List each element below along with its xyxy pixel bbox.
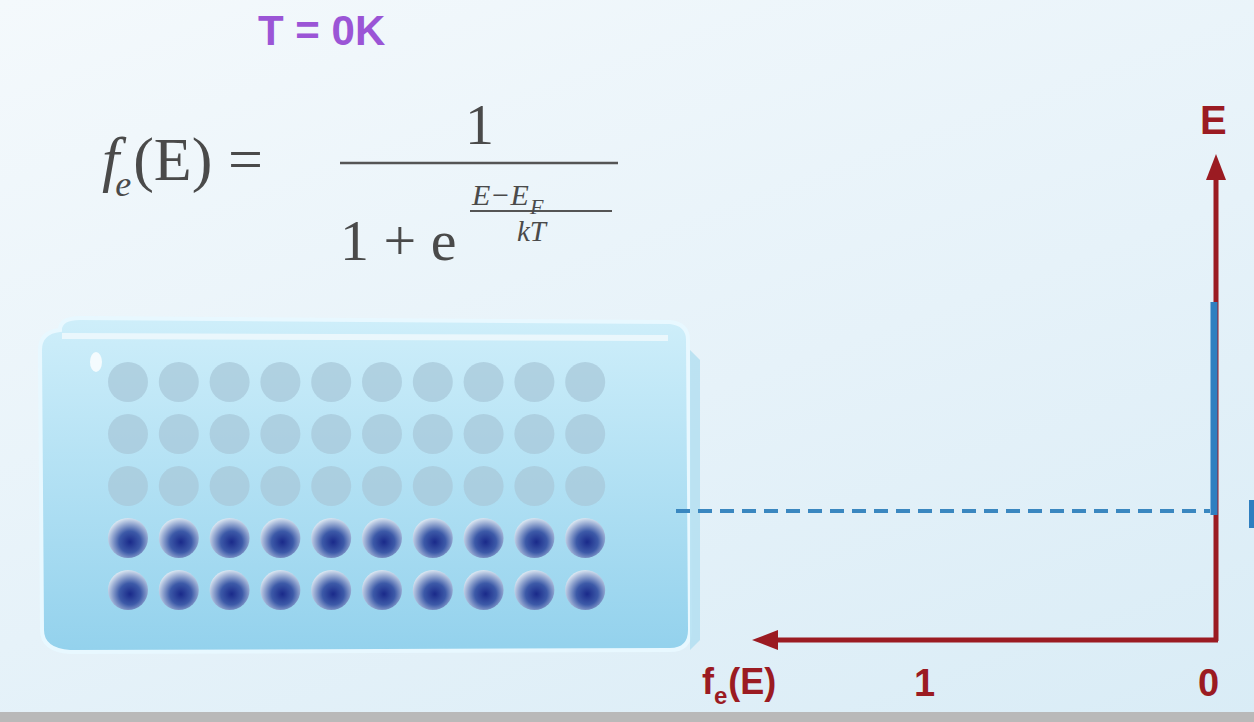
electron: [260, 518, 300, 558]
empty-state: [159, 466, 199, 506]
empty-state: [514, 362, 554, 402]
axis-label: E: [1200, 100, 1227, 140]
empty-state: [210, 414, 250, 454]
cut-label-mark: [1249, 500, 1254, 528]
ice-block: [40, 318, 700, 652]
distribution-line: [1211, 302, 1218, 515]
electron: [464, 518, 504, 558]
electron: [260, 570, 300, 610]
empty-state: [565, 414, 605, 454]
electron: [514, 570, 554, 610]
electron: [210, 570, 250, 610]
empty-state: [362, 362, 402, 402]
axis-label: f: [702, 664, 714, 700]
electron: [108, 570, 148, 610]
empty-state: [311, 466, 351, 506]
empty-state: [413, 414, 453, 454]
empty-state: [362, 466, 402, 506]
electron: [210, 518, 250, 558]
empty-state: [464, 414, 504, 454]
electron: [311, 570, 351, 610]
fraction-bar: [340, 162, 618, 165]
empty-state: [108, 466, 148, 506]
bottom-bar: [0, 712, 1254, 722]
electron: [362, 570, 402, 610]
formula-exponent: E−E: [472, 180, 529, 210]
empty-state: [362, 414, 402, 454]
empty-state: [260, 362, 300, 402]
empty-state: [260, 466, 300, 506]
electron: [413, 570, 453, 610]
empty-state: [514, 414, 554, 454]
axis-arrowhead: [752, 630, 778, 650]
electron: [159, 518, 199, 558]
empty-state: [311, 362, 351, 402]
axis-arrowhead: [1206, 154, 1226, 180]
formula-subscript: F: [530, 196, 543, 218]
empty-state: [413, 362, 453, 402]
electron-grid: [108, 362, 605, 610]
empty-state: [464, 362, 504, 402]
empty-state: [565, 466, 605, 506]
empty-state: [311, 414, 351, 454]
electron: [108, 518, 148, 558]
empty-state: [413, 466, 453, 506]
electron: [464, 570, 504, 610]
formula-numerator: 1: [465, 96, 494, 154]
electron: [565, 570, 605, 610]
formula-text: (E) =: [133, 128, 263, 190]
empty-state: [464, 466, 504, 506]
empty-state: [159, 362, 199, 402]
electron: [565, 518, 605, 558]
temperature-title: T = 0K: [258, 10, 385, 52]
electron: [159, 570, 199, 610]
formula-exponent: kT: [517, 217, 546, 246]
empty-state: [565, 362, 605, 402]
empty-state: [108, 362, 148, 402]
axis-label: (E): [728, 664, 776, 700]
probability-axis: [770, 638, 1218, 643]
axis-label: e: [714, 684, 727, 708]
empty-state: [210, 466, 250, 506]
energy-axis: [1214, 172, 1219, 641]
formula-denominator: 1 + e: [340, 212, 456, 270]
formula-subscript: e: [115, 166, 131, 202]
electron: [514, 518, 554, 558]
empty-state: [260, 414, 300, 454]
electron: [413, 518, 453, 558]
fermi-level-line: [676, 509, 1210, 513]
tick-label: 0: [1198, 664, 1219, 702]
empty-state: [159, 414, 199, 454]
empty-state: [514, 466, 554, 506]
electron: [311, 518, 351, 558]
tick-label: 1: [914, 664, 935, 702]
empty-state: [108, 414, 148, 454]
empty-state: [210, 362, 250, 402]
electron: [362, 518, 402, 558]
